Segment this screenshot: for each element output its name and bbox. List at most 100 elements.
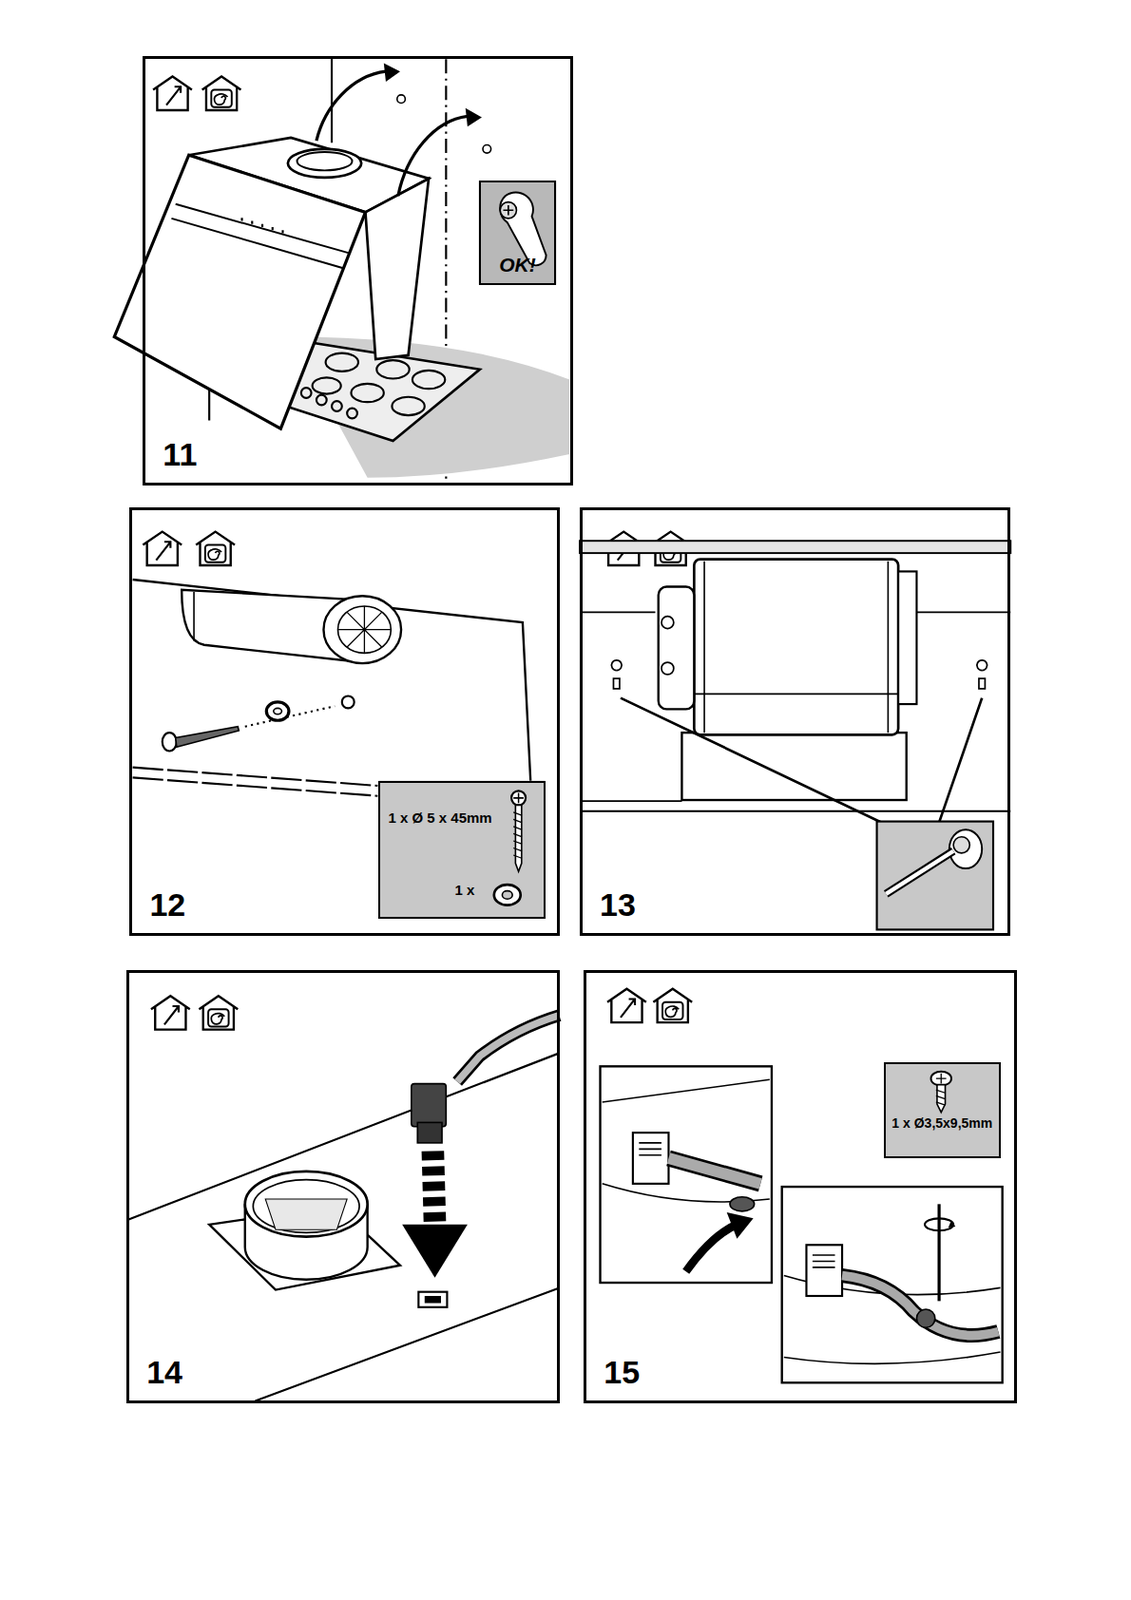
drawing-part [457,1015,559,1083]
hood-mounting-illustration [114,57,570,480]
drawing-part [916,1309,935,1328]
drawing-part [171,204,349,269]
drawing-part [652,989,692,1023]
drawing-part [198,996,238,1030]
drawing-part [977,660,988,690]
drawing-part [877,822,994,931]
drawing-part [842,1276,998,1337]
drawing-part [668,1158,761,1185]
drawing-part [364,178,429,360]
drawing-part [350,383,384,403]
step-number: 11 [162,436,197,474]
drawing-part [142,532,182,566]
screw-washer-inset [378,781,545,920]
drawing-part [482,145,492,154]
drawing-part [376,360,409,379]
drawing-part [128,1053,559,1401]
drawing-part [812,1255,836,1268]
drawing-part [729,1197,755,1212]
drawing-part [114,57,1011,1401]
drawing-part [151,996,191,1030]
drawing-part [337,606,391,653]
drawing-part [600,1066,772,1284]
drawing-part [391,397,424,416]
drawing-part [346,408,358,420]
drawing-part [412,370,445,389]
drawing-part [133,767,379,797]
drawing-part [511,790,526,806]
drawing-part [273,708,283,714]
drawing-part [342,695,355,709]
drawing-part [661,616,674,630]
drawing-part [885,851,954,895]
drawing-part [936,1090,946,1106]
step-number: 14 [146,1354,183,1392]
drawing-part [501,891,513,901]
drawing-part [693,559,899,736]
drawing-part [398,115,468,196]
drawing-part [898,571,917,705]
cable-clip-illustration [600,989,1003,1384]
drawing-part [494,884,521,905]
drawing-part [252,1180,360,1234]
step-panel: 11 OK! [142,56,573,486]
drawing-part [287,149,362,178]
drawing-part [312,377,342,394]
drawing-part [842,1276,998,1337]
drawing-part [240,219,284,232]
parts-inset: 1 x Ø3,5x9,5mm [883,1062,1000,1159]
drawing-part [513,793,524,805]
drawing-part [316,71,386,141]
detail-inset: OK! [479,180,557,286]
drawing-part [782,1187,1003,1383]
drawing-part [924,1218,954,1231]
step-panel: 151 x Ø3,5x9,5mm [583,970,1016,1403]
part-spec: 1 x Ø3,5x9,5mm [887,1115,997,1131]
drawing-part [402,1225,468,1279]
drawing-part [162,732,177,751]
drawing-part [378,781,545,920]
drawing-part [953,837,970,854]
drawing-part [316,395,327,406]
drawing-part [883,1062,1000,1159]
drawing-part [133,579,532,786]
drawing-part [930,1072,951,1087]
drawing-part [245,1171,368,1238]
part-spec: 1 x Ø 5 x 45mm [387,809,510,826]
drawing-part [411,1084,447,1128]
drawing-part [502,205,514,216]
drawing-part [301,387,312,399]
drawing-part [885,851,954,895]
drawing-part [337,606,391,653]
parts-inset: 1 x Ø 5 x 45mm 1 x [378,781,545,920]
drawing-part [457,1015,559,1083]
drawing-part [266,702,289,721]
drawing-part [192,592,195,642]
drawing-part [936,1073,947,1085]
step-panel: 13 [579,507,1011,937]
drawing-part [727,1212,754,1240]
drawing-part [418,1292,447,1308]
drawing-part [611,660,622,690]
drawing-part [693,561,899,733]
drawing-part [638,1143,662,1156]
ok-label: OK! [480,253,556,277]
drawing-part [632,1132,670,1185]
drawing-part [323,595,402,664]
drawing-part [265,1199,347,1230]
step-panel: 121 x Ø 5 x 45mm1 x [129,507,559,937]
drawing-part [465,108,482,127]
drawing-part [948,1221,957,1229]
drawing-part [153,76,192,111]
step-number: 13 [599,886,636,924]
drawing-part [686,1225,738,1272]
drawing-part [805,1245,843,1297]
part-quantity: 1 x [454,881,475,899]
drawing-part [383,63,401,82]
drawing-part [331,401,343,412]
plug-connection-illustration [128,996,559,1401]
drawing-part [499,202,517,219]
drawing-part [602,1079,770,1203]
drawing-part [195,532,235,566]
